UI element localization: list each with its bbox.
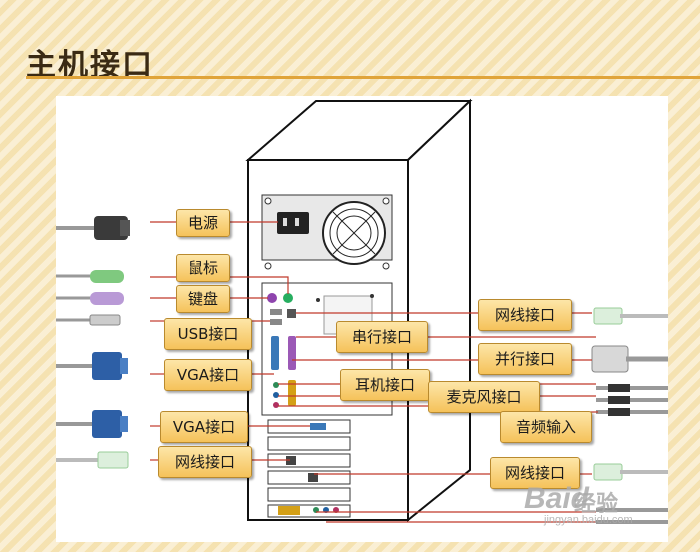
label-power: 电源	[176, 209, 230, 237]
watermark-sub: 经验	[574, 491, 619, 516]
label-parallel: 并行接口	[478, 343, 572, 375]
label-audio-in: 音频输入	[500, 411, 592, 443]
parallel-cable-icon	[591, 345, 668, 373]
label-mouse: 鼠标	[176, 254, 230, 282]
connector-lines	[150, 221, 598, 523]
audio-cable-icons	[596, 384, 668, 416]
baidu-watermark: Baid 经验 jingyan.baidu.com	[514, 470, 674, 532]
label-usb: USB接口	[164, 318, 252, 350]
watermark-url: jingyan.baidu.com	[544, 514, 633, 526]
title-rule	[26, 76, 700, 79]
power-cable-icon	[56, 216, 130, 240]
label-vga-card: VGA接口	[160, 411, 248, 443]
keyboard-cable-icon	[56, 292, 124, 305]
label-vga-left: VGA接口	[164, 359, 252, 391]
mouse-cable-icon	[56, 270, 124, 283]
audio-cable-icons-bottom	[596, 508, 668, 524]
label-network-right: 网线接口	[490, 457, 580, 489]
usb-cable-icon	[56, 314, 121, 326]
network-cable-icon-left	[56, 451, 129, 469]
label-microphone: 麦克风接口	[428, 381, 540, 413]
network-cable-icon-right-bottom	[593, 463, 668, 481]
label-serial: 串行接口	[336, 321, 428, 353]
vga-cable-icon-left	[56, 352, 128, 380]
power-supply	[261, 194, 393, 270]
label-keyboard: 键盘	[176, 285, 230, 313]
label-network-left: 网线接口	[158, 446, 252, 478]
label-headphone: 耳机接口	[340, 369, 430, 401]
vga-cable-icon-card	[56, 410, 128, 438]
label-network-top-right: 网线接口	[478, 299, 572, 331]
watermark-brand: Baid	[524, 482, 590, 515]
network-cable-icon-right-top	[593, 307, 668, 325]
